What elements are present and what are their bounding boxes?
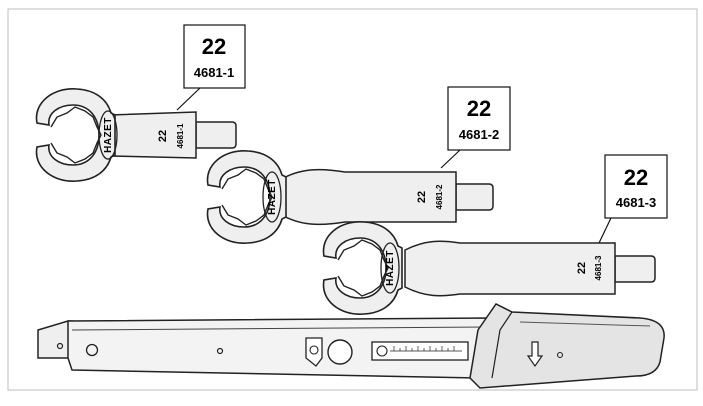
release-lever bbox=[305, 337, 323, 367]
handle-rivet bbox=[556, 351, 564, 359]
body-hole bbox=[85, 343, 99, 357]
callout-box-2 bbox=[447, 86, 511, 151]
torque-wrench-head bbox=[37, 320, 73, 359]
drive-stub-2 bbox=[455, 183, 494, 211]
brand-label-2: HAZET bbox=[267, 179, 278, 215]
callout-size-1: 22 bbox=[202, 34, 226, 59]
crowfoot-wrench-2: 22 4681-2 HAZET 22 4681-2 bbox=[206, 86, 511, 244]
callout-size-3: 22 bbox=[624, 165, 648, 190]
tool-code-1: 4681-1 bbox=[176, 123, 185, 148]
adjust-knob bbox=[327, 339, 353, 365]
callout-code-2: 4681-2 bbox=[459, 127, 499, 142]
body-edge bbox=[71, 326, 488, 331]
wrench-body-2 bbox=[279, 168, 457, 226]
grip-ridge bbox=[491, 311, 513, 379]
drive-stub-1 bbox=[195, 121, 237, 149]
head-pin bbox=[56, 342, 64, 350]
crowfoot-wrench-3: 22 4681-3 HAZET 22 4681-3 bbox=[322, 154, 668, 315]
torque-wrench-body bbox=[67, 317, 491, 379]
tool-code-2: 4681-2 bbox=[435, 184, 444, 209]
handle-grip bbox=[469, 303, 665, 389]
callout-code-1-visible: 4681-1 bbox=[194, 65, 234, 80]
tool-size-1: 22 bbox=[157, 130, 169, 142]
scale-lock bbox=[376, 345, 388, 357]
wrench-body-3 bbox=[404, 240, 616, 297]
tool-size-3: 22 bbox=[576, 262, 588, 274]
crowfoot-wrench-1: 22 4681-2 4681-1 HAZET 22 4681-1 bbox=[35, 24, 246, 182]
brand-oval-3 bbox=[380, 242, 400, 294]
lever-pin bbox=[309, 345, 319, 355]
callout-size-2: 22 bbox=[467, 96, 491, 121]
callout-leader-2 bbox=[440, 149, 461, 169]
brand-oval-2 bbox=[262, 171, 282, 223]
scale-ticks bbox=[393, 346, 455, 351]
grip-edge bbox=[519, 321, 651, 327]
callout-box-1 bbox=[183, 24, 246, 89]
brand-label-1: HAZET bbox=[103, 117, 114, 153]
callout-leader-1 bbox=[176, 87, 201, 111]
drive-stub-3 bbox=[614, 255, 656, 283]
brand-label-3: HAZET bbox=[385, 250, 396, 286]
callout-box-3 bbox=[604, 154, 668, 219]
body-rivet bbox=[216, 347, 224, 355]
callout-leader-3 bbox=[598, 217, 612, 244]
callout-code-3: 4681-3 bbox=[616, 195, 656, 210]
arrow-down-icon bbox=[526, 341, 544, 368]
torque-wrench bbox=[37, 303, 665, 389]
tool-code-3: 4681-3 bbox=[594, 255, 603, 280]
tool-size-2: 22 bbox=[416, 191, 428, 203]
figure-frame bbox=[7, 8, 698, 391]
brand-oval-1 bbox=[98, 110, 118, 160]
